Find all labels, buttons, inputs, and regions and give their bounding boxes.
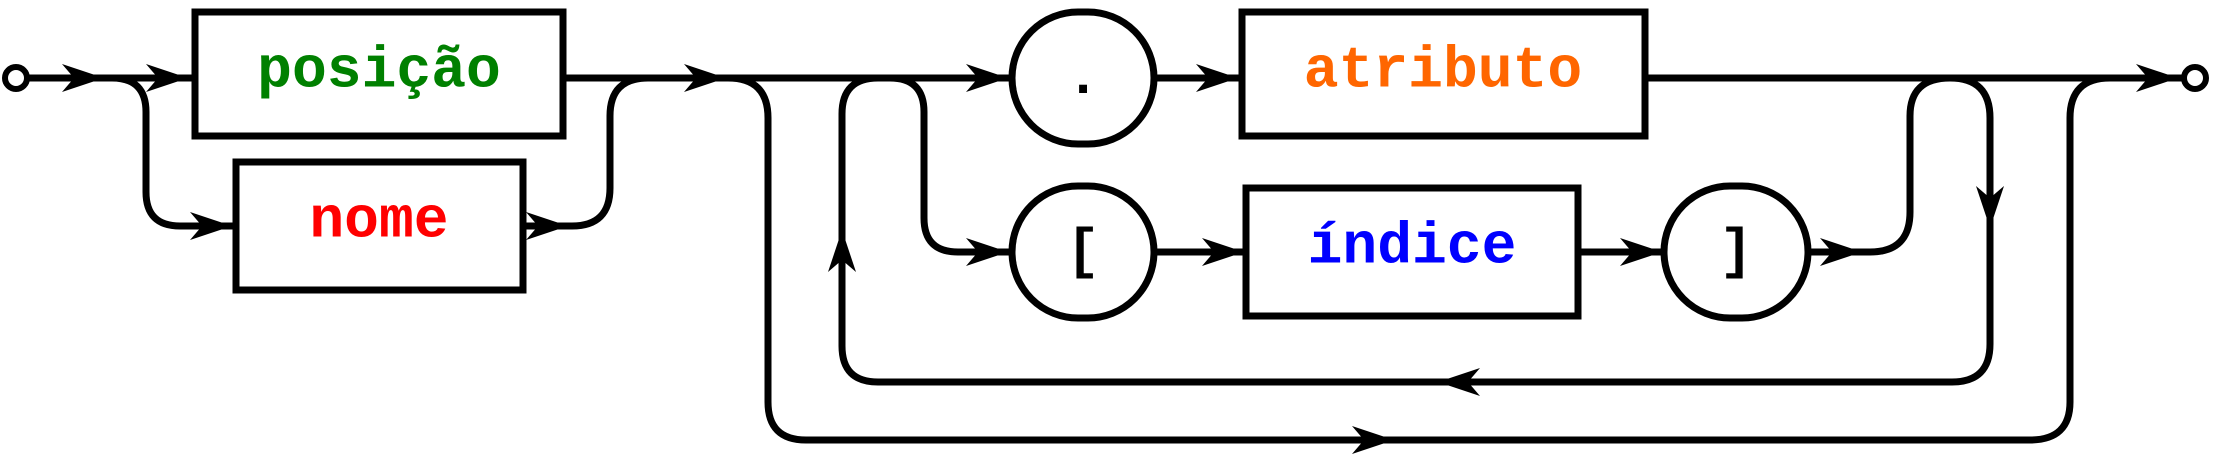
node-atributo: atributo — [1238, 8, 1649, 140]
arrow-right-icon — [1820, 238, 1862, 266]
terminal-open-bracket-label: [ — [1066, 220, 1100, 284]
arrow-right-icon — [1620, 238, 1662, 266]
arrow-right-icon — [62, 64, 104, 92]
node-nome-label: nome — [309, 190, 448, 255]
arrow-left-icon — [1438, 368, 1480, 396]
terminal-dot-label: . — [1066, 46, 1100, 110]
arrow-down-icon — [1976, 186, 2004, 228]
arrowheads — [62, 64, 2178, 454]
arrow-right-icon — [146, 64, 188, 92]
node-atributo-label: atributo — [1304, 40, 1582, 105]
arrow-right-icon — [2136, 64, 2178, 92]
terminal-close-bracket: ] — [1660, 182, 1812, 322]
arrow-up-icon — [828, 230, 856, 272]
arrow-right-icon — [966, 238, 1008, 266]
node-posicao-label: posição — [257, 40, 501, 105]
terminal-close-bracket-label: ] — [1719, 220, 1753, 284]
arrow-right-icon — [966, 64, 1008, 92]
terminal-open-bracket: [ — [1008, 182, 1158, 322]
node-posicao: posição — [191, 8, 567, 140]
arrow-right-icon — [526, 212, 568, 240]
node-nome: nome — [232, 158, 527, 294]
arrow-right-icon — [1352, 426, 1394, 454]
track-lines — [28, 74, 2183, 444]
end-point — [2181, 64, 2209, 92]
node-indice: índice — [1242, 184, 1582, 320]
arrow-right-icon — [1202, 238, 1244, 266]
arrow-right-icon — [684, 64, 726, 92]
start-point — [2, 64, 30, 92]
arrow-right-icon — [190, 212, 232, 240]
node-indice-label: índice — [1308, 216, 1517, 281]
arrow-right-icon — [1196, 64, 1238, 92]
terminal-dot: . — [1008, 8, 1158, 148]
